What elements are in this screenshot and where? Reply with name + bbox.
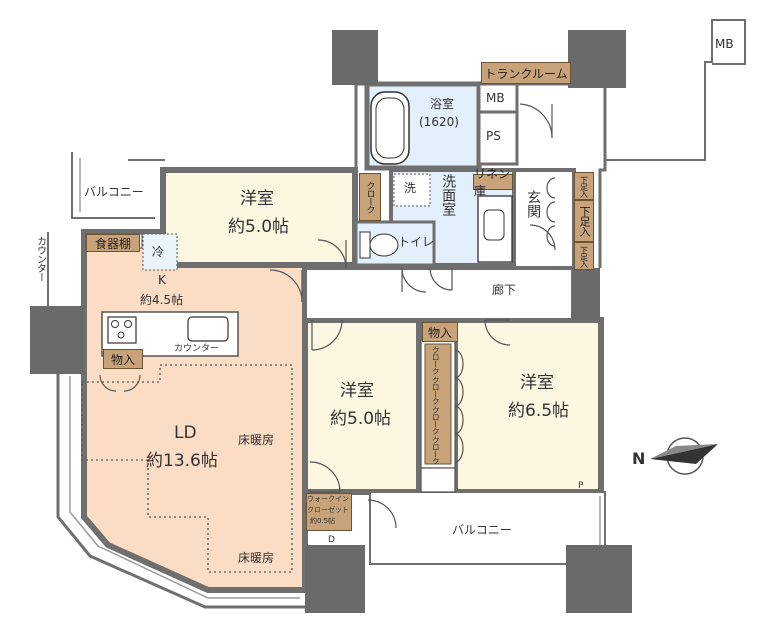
closet-label-3: クローク [431,406,441,434]
fridge-space [142,233,178,271]
kitchen-size: 約4.5帖 [140,293,184,307]
western-room-1-size: 約5.0帖 [228,217,290,237]
bathtub-inner [375,97,405,159]
corridor-name: 廊下 [492,283,517,297]
compass-n-label: N [632,449,646,468]
small-closet-tag: クローク [359,173,381,221]
mb-top-label: MB [715,37,734,51]
pillar-bottom-right [566,545,632,613]
entrance-outline [512,168,576,270]
fridge-label: 冷 [152,245,165,259]
ld-outer-wall [56,372,305,609]
shoes-lower-tag: 下足入 [574,242,594,270]
western-room-3-name: 洋室 [520,373,554,393]
corridor-outline [303,266,575,322]
western-room-2-size: 約5.0帖 [330,409,392,429]
wash-basin [477,195,513,263]
stove [107,316,137,344]
bathtub [370,91,410,165]
floor-heating-label-2: 床暖房 [238,551,275,565]
hall-storage-tag: 物入 [422,322,458,342]
pillar-left [30,306,84,374]
counter-label: カウンター [174,344,220,354]
closet-folding-doors [454,177,556,463]
pillar-entrance [572,268,600,320]
burner-3 [117,331,125,339]
burner-2 [124,320,132,328]
north-balcony-rail [71,152,155,219]
bath-name: 浴室 [430,97,455,111]
western-room-3-size: 約6.5帖 [508,401,570,421]
washroom-name: 洗面室 [440,174,457,216]
p-label: P [578,481,584,491]
pillar-bottom-center [305,545,365,613]
counter-side-label: カウンター [34,236,46,281]
closet-label-2: クローク [431,376,441,404]
floor-heating-label-1: 床暖房 [238,433,275,447]
western-room-1-name: 洋室 [240,189,274,209]
walkin-label-3: 約0.5帖 [310,517,336,525]
burner-1 [111,320,119,328]
mb-frame [605,19,746,161]
closet-label-1: クローク [431,346,441,374]
shoes-tag: 下足入 [574,200,594,242]
wash-basin-bowl [483,209,505,241]
linen-tag: リネン庫 [473,167,513,198]
ld-name: LD [174,423,197,443]
western-room-1-floor [160,167,358,268]
pillar-top-left [332,30,378,85]
trunk-room-tag: トランクルーム [481,62,571,84]
shoes-upper-tag: 下足入 [574,172,594,200]
kitchen-storage-tag: 物入 [103,349,143,369]
south-balcony [369,491,606,565]
balcony-south-name: バルコニー [452,523,512,537]
toilet-bowl [369,233,399,257]
closet-label-4: クローク [431,436,441,464]
closet-column-tint [424,343,452,465]
d-label: D [328,535,335,545]
toilet-tank [359,231,371,259]
ps-label: PS [486,129,501,143]
small-storage-bottom [420,467,456,493]
mb-ps-outline [477,82,519,166]
floor-heating-zone [81,364,293,573]
kitchen-sink [187,316,229,342]
ld-size: 約13.6帖 [146,451,218,471]
balcony-north-name: バルコニー [84,185,144,199]
bath-size: (1620) [419,115,459,129]
washing-machine [393,173,431,207]
pillar-top-right [568,30,626,88]
walkin-label-1: ウォークイン [307,495,349,503]
walkin-closet-box [306,493,352,531]
mb-label: MB [486,91,505,105]
ld-kitchen-floor [81,229,308,593]
pantry-tag: 食器棚 [86,234,140,252]
compass-icon [650,437,718,475]
entrance-name: 玄関 [525,190,542,218]
kitchen-name: K [158,273,166,287]
ld-outer-wall-inner [69,376,300,599]
western-room-2-name: 洋室 [340,381,374,401]
western-room-2-floor [302,317,422,495]
toilet-name: トイレ [398,235,435,249]
walkin-label-2: クローゼット [307,506,349,514]
wash-label: 洗 [404,181,417,195]
